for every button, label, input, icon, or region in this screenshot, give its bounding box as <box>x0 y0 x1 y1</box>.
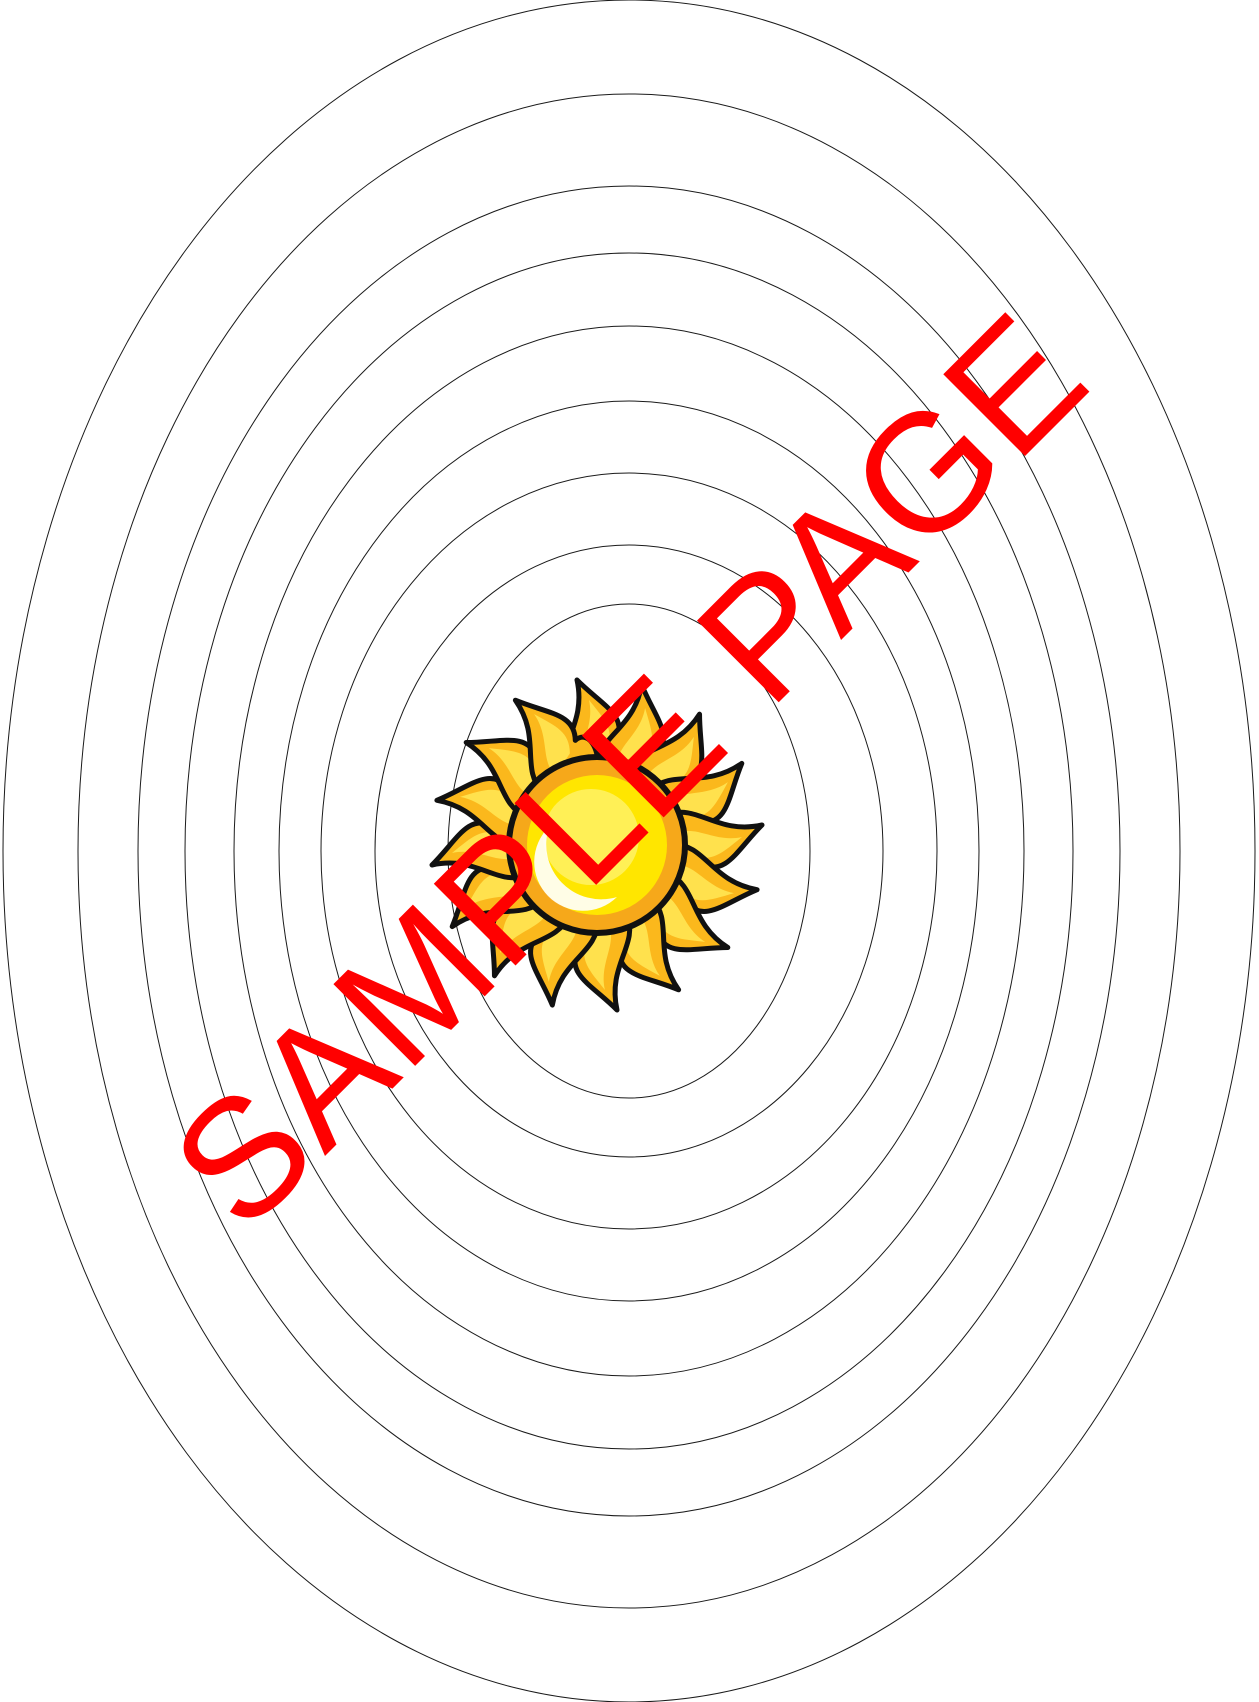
sun-core-glow <box>543 789 639 885</box>
sun-icon <box>431 679 763 1011</box>
